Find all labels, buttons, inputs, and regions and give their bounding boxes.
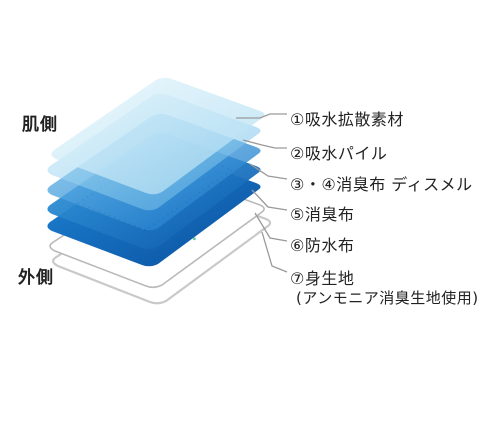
- layer-label-1: ①吸水拡散素材: [290, 110, 404, 129]
- leader-line-2: [242, 139, 287, 149]
- leader-line-6: [254, 212, 288, 242]
- layer-label-2: ②吸水パイル: [290, 144, 388, 163]
- layer-label-7: ⑦身生地: [290, 269, 355, 288]
- layer-label-7-note: (アンモニア消臭生地使用): [296, 289, 479, 307]
- leader-line-1: [236, 113, 287, 119]
- layer-label-6: ⑥防水布: [290, 236, 355, 255]
- layer-1-top-sheen: [51, 77, 265, 195]
- skin-side-label: 肌側: [22, 115, 58, 135]
- layer-label-3-4: ③・④消臭布 ディスメル: [290, 175, 473, 194]
- green-dot: [193, 237, 196, 241]
- leader-line-7: [261, 231, 288, 273]
- outer-side-label: 外側: [18, 268, 54, 288]
- layer-label-5: ⑤消臭布: [290, 205, 355, 224]
- leader-lines: [236, 113, 288, 273]
- leader-line-5: [251, 189, 288, 211]
- leader-line-3: [249, 163, 288, 180]
